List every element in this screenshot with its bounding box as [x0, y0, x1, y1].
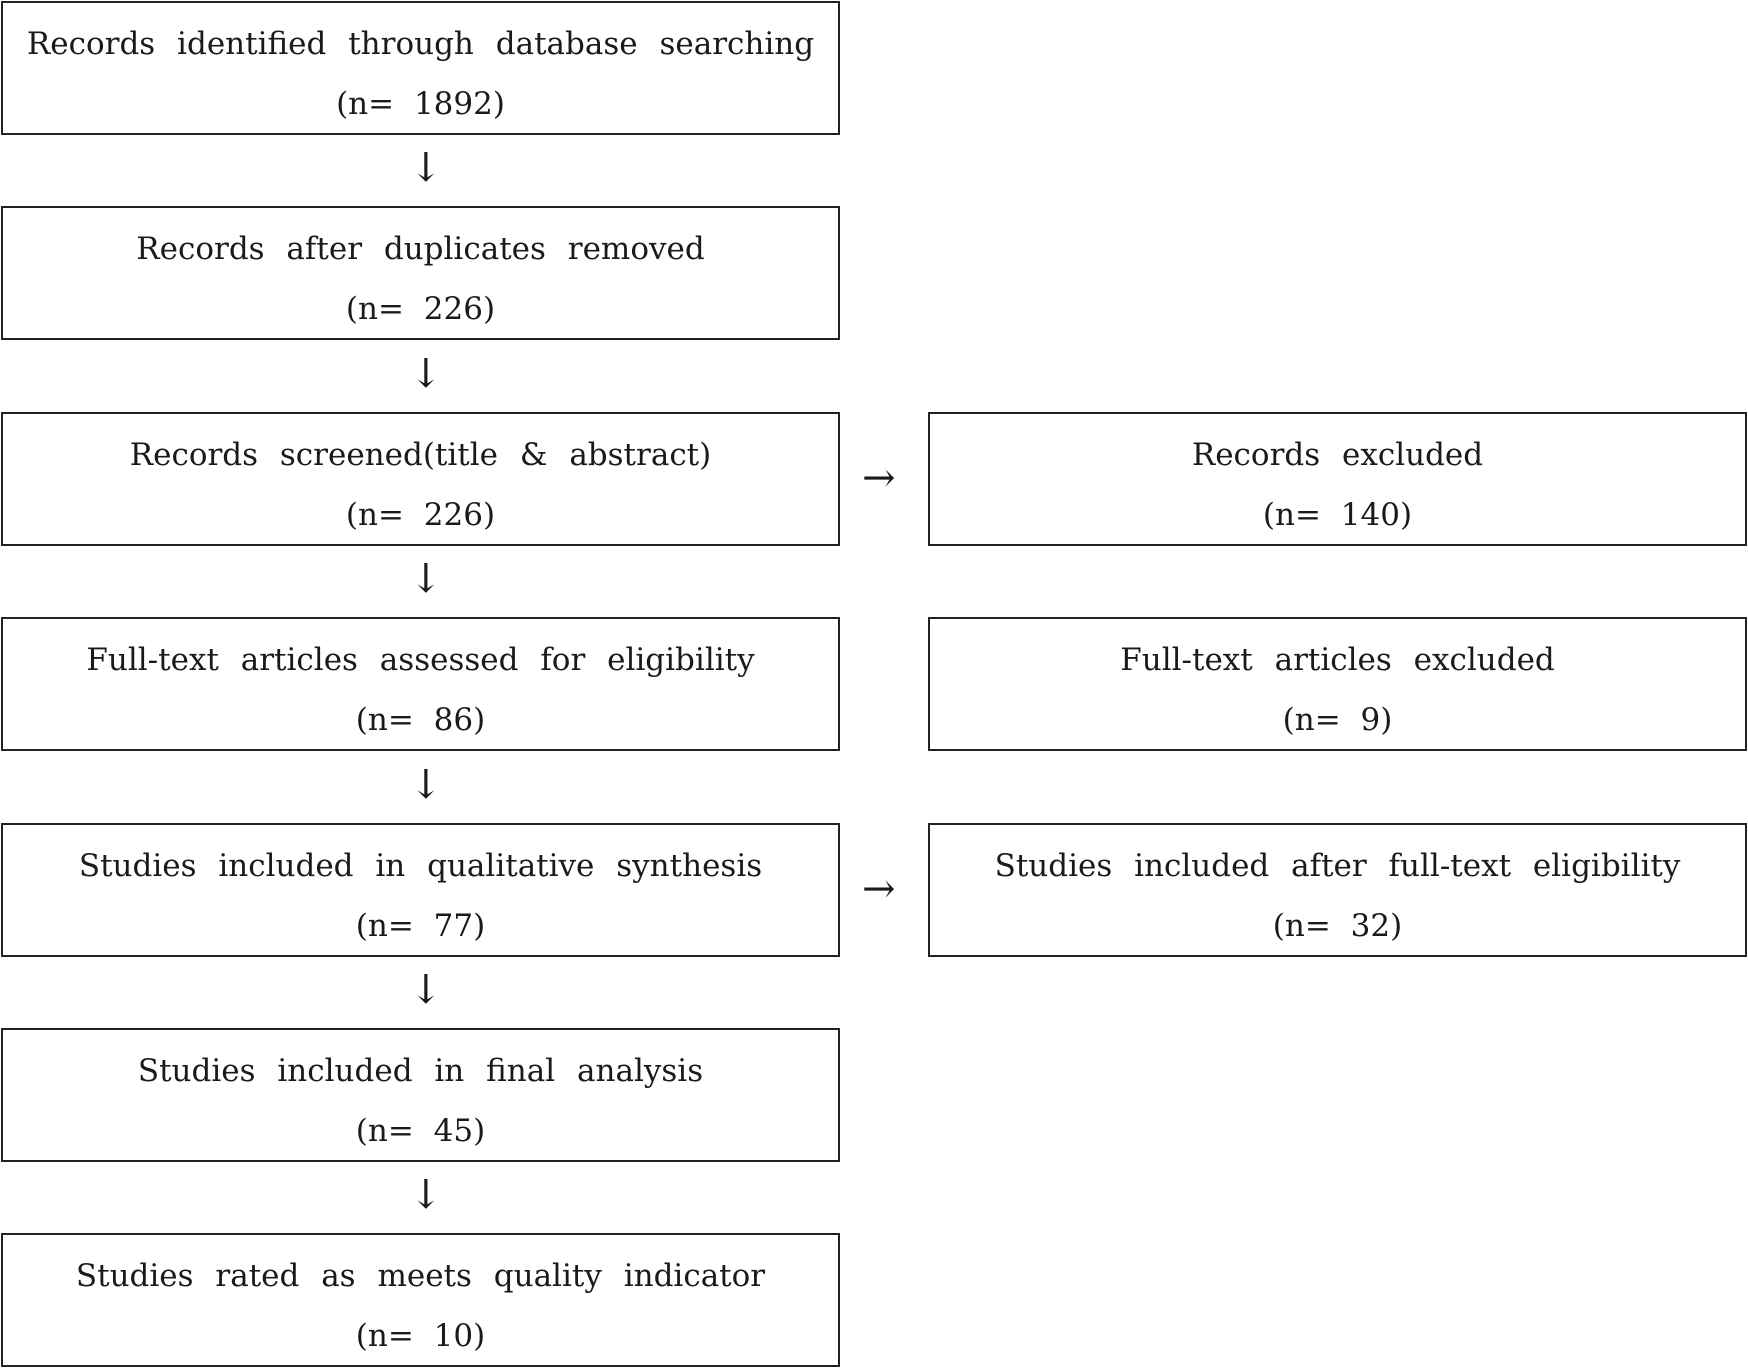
- flow-box-count: (n= 86): [355, 702, 486, 738]
- side-box-count: (n= 140): [1262, 497, 1413, 533]
- flow-box-label: Records screened(title & abstract): [129, 437, 712, 473]
- down-arrow-icon: ↓: [409, 762, 443, 808]
- flow-box-count: (n= 77): [355, 908, 486, 944]
- flow-box-full-text-assessed: Full-text articles assessed for eligibil…: [1, 617, 840, 751]
- side-box-full-text-excluded: Full-text articles excluded (n= 9): [928, 617, 1747, 751]
- flow-box-count: (n= 1892): [336, 86, 505, 122]
- flow-box-duplicates-removed: Records after duplicates removed (n= 226…: [1, 206, 840, 340]
- right-arrow-icon: →: [862, 866, 896, 912]
- down-arrow-icon: ↓: [409, 556, 443, 602]
- flow-box-count: (n= 226): [345, 497, 496, 533]
- side-box-count: (n= 9): [1282, 702, 1393, 738]
- side-box-label: Records excluded: [1191, 437, 1484, 473]
- flow-box-count: (n= 45): [355, 1113, 486, 1149]
- flow-box-screened: Records screened(title & abstract) (n= 2…: [1, 412, 840, 546]
- flow-box-label: Studies included in final analysis: [137, 1053, 704, 1089]
- flow-box-identified: Records identified through database sear…: [1, 1, 840, 135]
- flow-box-label: Records after duplicates removed: [136, 231, 705, 267]
- side-box-records-excluded: Records excluded (n= 140): [928, 412, 1747, 546]
- flow-box-final-analysis: Studies included in final analysis (n= 4…: [1, 1028, 840, 1162]
- flow-box-quality-indicator: Studies rated as meets quality indicator…: [1, 1233, 840, 1367]
- flow-box-count: (n= 226): [345, 291, 496, 327]
- flow-box-label: Studies rated as meets quality indicator: [75, 1258, 766, 1294]
- side-box-label: Full-text articles excluded: [1120, 642, 1555, 678]
- down-arrow-icon: ↓: [409, 967, 443, 1013]
- side-box-count: (n= 32): [1272, 908, 1403, 944]
- flow-box-count: (n= 10): [355, 1318, 486, 1354]
- right-arrow-icon: →: [862, 455, 896, 501]
- side-box-included-after-full-text: Studies included after full-text eligibi…: [928, 823, 1747, 957]
- flow-box-label: Studies included in qualitative synthesi…: [78, 848, 763, 884]
- side-box-label: Studies included after full-text eligibi…: [994, 848, 1681, 884]
- flow-box-label: Records identified through database sear…: [26, 26, 815, 62]
- down-arrow-icon: ↓: [409, 351, 443, 397]
- down-arrow-icon: ↓: [409, 1172, 443, 1218]
- flow-box-label: Full-text articles assessed for eligibil…: [86, 642, 755, 678]
- flow-box-qualitative-synthesis: Studies included in qualitative synthesi…: [1, 823, 840, 957]
- down-arrow-icon: ↓: [409, 145, 443, 191]
